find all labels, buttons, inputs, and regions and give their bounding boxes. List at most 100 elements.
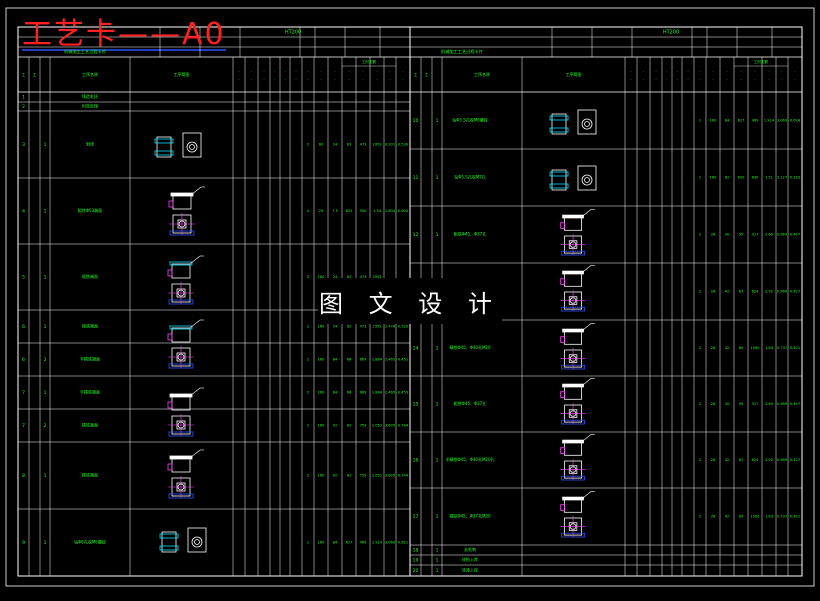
row-value: 2 (699, 233, 701, 237)
sketch-part (564, 441, 583, 456)
row-value: 317 (752, 233, 759, 237)
sketch-line (189, 319, 201, 329)
row-name: 粗铣端面 (82, 323, 98, 329)
header-mark: · (740, 69, 741, 74)
row-value: 2 (307, 143, 309, 147)
sketch-hole (189, 144, 195, 150)
row-value: 1090 (750, 346, 760, 350)
row-number: 9 (22, 540, 25, 546)
row-value: 2.465 (385, 358, 395, 362)
row-value: 0.263 (790, 176, 800, 180)
sketch-hole (194, 539, 200, 545)
row-value: 0.744 (398, 474, 409, 478)
row-value: 1.914 (764, 119, 775, 123)
sketch-part (169, 393, 193, 398)
header-mark: · (687, 69, 688, 74)
row-value: 30 (725, 233, 730, 237)
row-value: 2952 (372, 143, 381, 147)
header-label-sketch: 工序简图 (174, 71, 190, 77)
row-number: 5 (22, 275, 25, 281)
sketch-hole (584, 121, 590, 127)
sketch-part (161, 531, 177, 553)
row-name: 半精铣Φ45、Φ30孔M20孔 (445, 456, 494, 462)
sketch-part (168, 200, 174, 208)
row-name: 半精铣端面 (80, 356, 100, 362)
header-mark: · (334, 77, 335, 82)
header-mark: · (768, 77, 769, 82)
sketch-hole (186, 141, 198, 153)
sketch-part (562, 270, 584, 275)
row-value: 28 (711, 515, 716, 519)
sketch-part (560, 336, 565, 343)
row-number: 7 (22, 423, 25, 429)
header-mark: · (348, 77, 349, 82)
row-value: 92 (333, 424, 338, 428)
header-mark: · (334, 69, 335, 74)
sketch-line (190, 186, 202, 196)
sketch-part (159, 533, 179, 539)
process-sketch (167, 449, 204, 499)
row-value: 87 (739, 290, 744, 294)
row-value: 473 (360, 143, 367, 147)
outer-border (5, 7, 815, 587)
row-value: 0.621 (398, 541, 408, 545)
row-step: 1 (436, 558, 439, 564)
row-value: 1 (307, 541, 309, 545)
row-number: 18 (413, 548, 419, 554)
row-value: 28 (711, 233, 716, 237)
header-label-time: 工时定额 (362, 59, 376, 64)
row-step: 1 (44, 275, 47, 281)
sketch-part (561, 250, 585, 256)
row-value: 42 (725, 290, 730, 294)
sketch-part (549, 127, 569, 133)
row-step: 1 (436, 548, 439, 554)
row-value: 95 (739, 402, 744, 406)
sketch-part (549, 115, 569, 121)
row-number: 2 (22, 104, 25, 110)
row-value: 0.427 (790, 290, 800, 294)
row-value: 2.92 (765, 458, 773, 462)
sketch-part (168, 431, 194, 437)
process-sketch-side (549, 165, 597, 191)
row-number: 3 (22, 142, 25, 148)
process-sketch (560, 434, 595, 481)
header-mark: · (676, 69, 677, 74)
row-value: 2.92 (765, 290, 773, 294)
row-step: 1 (436, 514, 439, 520)
row-value: 24 (333, 143, 338, 147)
row-value: 84 (725, 119, 730, 123)
header-label: 工 (414, 72, 418, 77)
row-value: 62 (347, 424, 352, 428)
row-number: 4 (22, 209, 25, 215)
sketch-part (156, 136, 172, 158)
header-mark: · (781, 77, 782, 82)
process-sketch (167, 387, 204, 437)
sketch-part (560, 504, 565, 511)
row-value: 0.737 (777, 515, 787, 519)
header-label: 工 (425, 72, 429, 77)
sketch-part (562, 383, 584, 388)
process-sketch (167, 255, 204, 305)
row-name: 精铣Φ45、Φ30孔M20 (449, 344, 490, 350)
row-value: 473 (360, 325, 367, 329)
sketch-part (167, 269, 173, 277)
sketch-part (560, 222, 565, 229)
row-name: 钻Φ6孔攻M6螺纹 (74, 539, 106, 545)
row-value: 669 (360, 391, 368, 395)
row-value: 1.052 (372, 474, 382, 478)
row-value: 60 (319, 143, 324, 147)
row-value: 1.884 (372, 358, 383, 362)
sketch-line (189, 449, 201, 459)
sketch-part (169, 261, 193, 266)
sketch-part (171, 327, 191, 343)
sketch-part (169, 455, 193, 460)
row-value: 30 (725, 402, 730, 406)
header-mark: · (794, 77, 795, 82)
row-value: 2 (307, 391, 309, 395)
row-number: 17 (413, 514, 419, 520)
row-value: 624 (752, 290, 760, 294)
row-value: 1.914 (372, 541, 383, 545)
header-label-name: 工序名称 (82, 71, 98, 77)
row-value: 0.520 (398, 325, 409, 329)
row-step: 1 (44, 540, 47, 546)
